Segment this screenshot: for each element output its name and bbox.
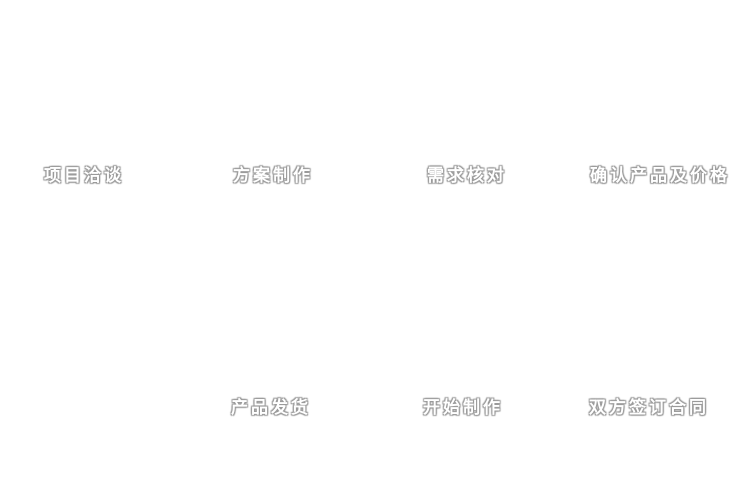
step-project-negotiation: 项目洽谈 [44, 166, 124, 186]
step-requirements-check: 需求核对 [427, 166, 507, 186]
step-product-shipment: 产品发货 [231, 398, 311, 418]
step-sign-contract: 双方签订合同 [589, 398, 709, 418]
step-proposal-creation: 方案制作 [233, 166, 313, 186]
step-start-production: 开始制作 [423, 398, 503, 418]
step-confirm-product-and-price: 确认产品及价格 [590, 166, 730, 186]
